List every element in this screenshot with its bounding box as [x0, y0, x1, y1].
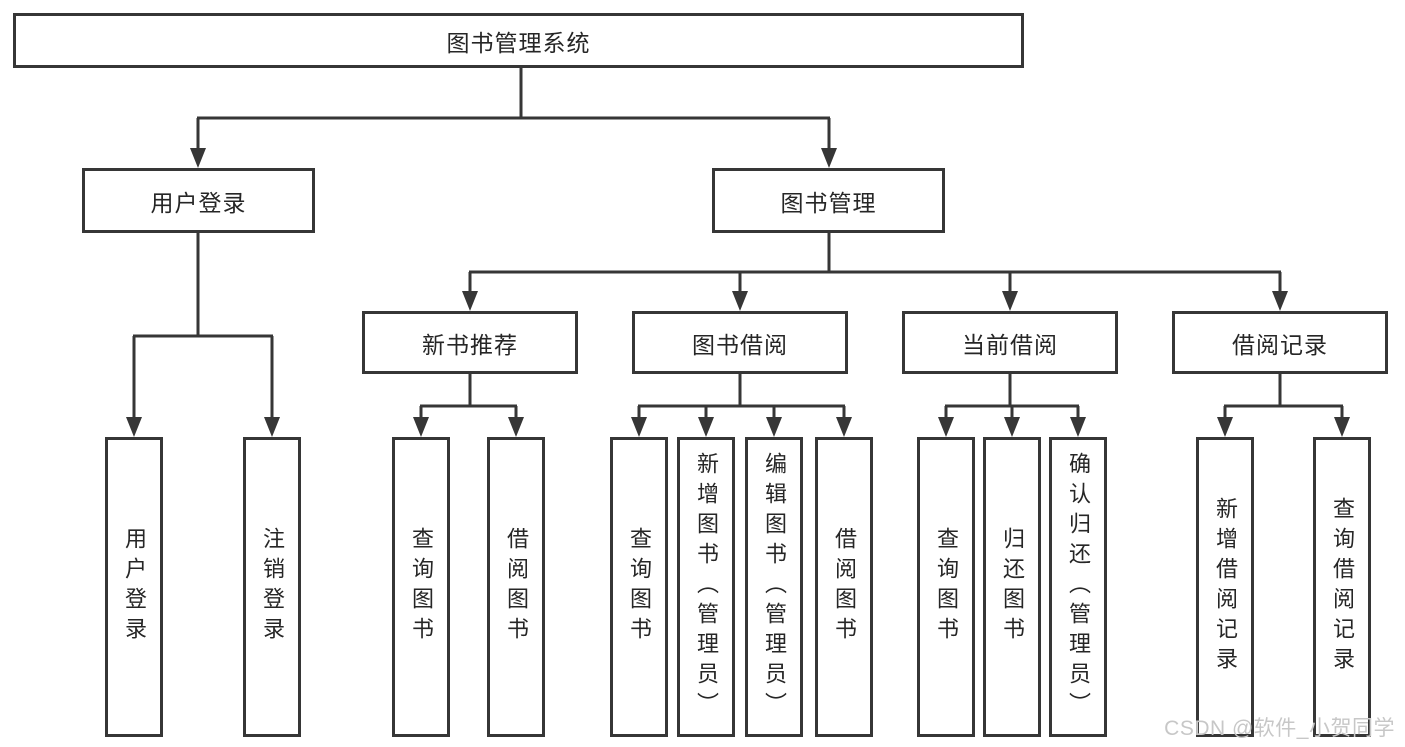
node-borrowing-records-label: 借阅记录: [1232, 331, 1328, 358]
leaf-confirm-return-admin: 确认归还（管理员）: [1049, 437, 1107, 737]
leaf-borrow-books-2-label: 借阅图书: [832, 527, 857, 647]
node-root-system: 图书管理系统: [13, 13, 1024, 68]
connector-bookmgmt-to-level3: [468, 233, 1282, 294]
leaf-return-books: 归还图书: [983, 437, 1041, 737]
connector-borrowrecords-to-leaves: [1223, 374, 1344, 420]
leaf-query-books-3-label: 查询图书: [934, 527, 959, 647]
connector-currentborrow-to-leaves: [944, 374, 1080, 420]
node-current-borrowing-label: 当前借阅: [962, 331, 1058, 358]
connector-newbookrec-to-leaves: [419, 374, 518, 420]
node-book-borrowing: 图书借阅: [632, 311, 848, 374]
leaf-query-books-1-label: 查询图书: [409, 527, 434, 647]
leaf-logout-label: 注销登录: [260, 527, 285, 647]
leaf-edit-books-admin: 编辑图书（管理员）: [745, 437, 803, 737]
leaf-add-books-admin: 新增图书（管理员）: [677, 437, 735, 737]
connector-root-to-level2: [196, 68, 831, 150]
leaf-query-borrow-record: 查询借阅记录: [1313, 437, 1371, 737]
node-new-book-recommend: 新书推荐: [362, 311, 578, 374]
leaf-edit-books-admin-label: 编辑图书（管理员）: [762, 452, 787, 722]
node-new-book-recommend-label: 新书推荐: [422, 331, 518, 358]
leaf-add-borrow-record: 新增借阅记录: [1196, 437, 1254, 737]
leaf-user-login-label: 用户登录: [122, 527, 147, 647]
node-root-label: 图书管理系统: [446, 29, 591, 56]
leaf-query-books-3: 查询图书: [917, 437, 975, 737]
leaf-query-books-2: 查询图书: [610, 437, 668, 737]
leaf-add-borrow-record-label: 新增借阅记录: [1213, 497, 1238, 677]
leaf-user-login: 用户登录: [105, 437, 163, 737]
node-user-login: 用户登录: [82, 168, 315, 233]
leaf-borrow-books-1-label: 借阅图书: [504, 527, 529, 647]
leaf-confirm-return-admin-label: 确认归还（管理员）: [1066, 452, 1091, 722]
node-book-management-label: 图书管理: [780, 189, 877, 216]
node-user-login-label: 用户登录: [150, 189, 247, 216]
connector-userlogin-to-leaves: [132, 233, 274, 420]
arrowheads: [126, 148, 1350, 437]
node-borrowing-records: 借阅记录: [1172, 311, 1388, 374]
leaf-add-books-admin-label: 新增图书（管理员）: [694, 452, 719, 722]
leaf-borrow-books-1: 借阅图书: [487, 437, 545, 737]
connector-bookborrow-to-leaves: [637, 374, 846, 420]
leaf-return-books-label: 归还图书: [1000, 527, 1025, 647]
node-current-borrowing: 当前借阅: [902, 311, 1118, 374]
leaf-borrow-books-2: 借阅图书: [815, 437, 873, 737]
leaf-logout: 注销登录: [243, 437, 301, 737]
leaf-query-books-1: 查询图书: [392, 437, 450, 737]
leaf-query-books-2-label: 查询图书: [627, 527, 652, 647]
node-book-management: 图书管理: [712, 168, 945, 233]
csdn-watermark: CSDN @软件_小贺同学: [1164, 717, 1395, 740]
node-book-borrowing-label: 图书借阅: [692, 331, 788, 358]
leaf-query-borrow-record-label: 查询借阅记录: [1330, 497, 1355, 677]
